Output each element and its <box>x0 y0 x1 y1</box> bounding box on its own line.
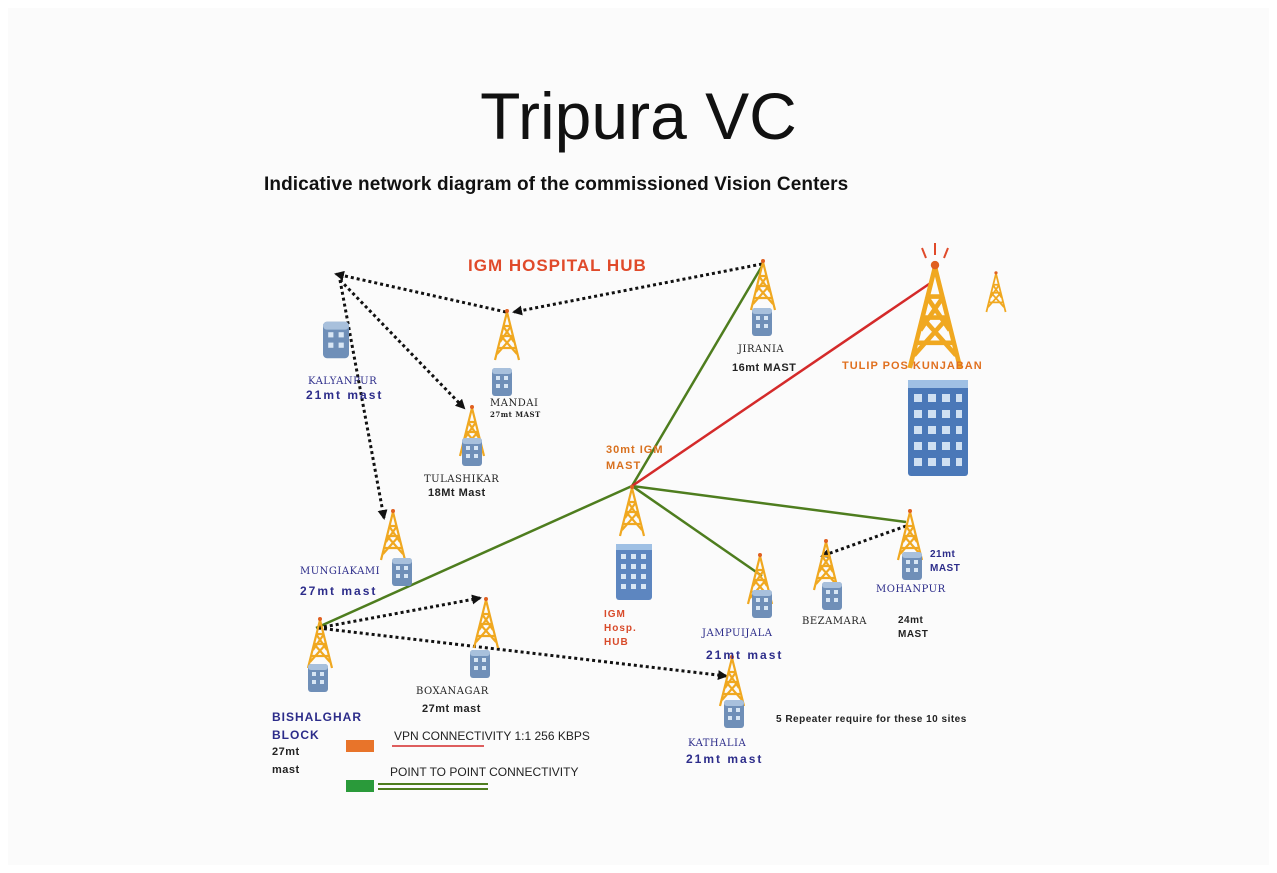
jirania-name: JIRANIA <box>738 344 785 355</box>
slide-background <box>8 8 1269 865</box>
legend-vpn-swatch <box>346 740 374 752</box>
slide-subtitle: Indicative network diagram of the commis… <box>264 174 849 195</box>
mandai-name: MANDAI <box>490 398 539 409</box>
slide-title: Tripura VC <box>480 79 797 153</box>
kalyanpur-name: KALYANPUR <box>308 376 378 387</box>
mandai-mast: 27mt MAST <box>490 410 541 419</box>
link-hub-bishalghar <box>315 484 633 630</box>
bezamara-mast: 24mt MAST <box>898 615 929 640</box>
hub-mast-label: 30mt IGM MAST <box>606 444 664 472</box>
boxanagar-name: BOXANAGAR <box>416 686 489 697</box>
repeater-links <box>317 262 907 681</box>
hub-building-label: IGM Hosp. HUB <box>604 609 637 648</box>
link-hub-jirania <box>630 265 764 487</box>
mungiakami-name: MUNGIAKAMI <box>300 566 381 577</box>
jampuijala-name: JAMPUIJALA <box>702 628 773 639</box>
kalyanpur-mast: 21mt mast <box>306 388 384 402</box>
jirania-mast: 16mt MAST <box>732 362 797 374</box>
bishalghar-mast-line2: mast <box>272 764 300 776</box>
tower-icons <box>306 243 1007 708</box>
mohanpur-name: MOHANPUR <box>876 584 946 595</box>
jampuijala-mast: 21mt mast <box>706 648 784 662</box>
link-hub-mohanpur <box>631 484 907 524</box>
legend-swatches <box>346 740 488 792</box>
tulashikar-name: TULASHIKAR <box>424 474 500 485</box>
building-icons <box>308 308 968 728</box>
mungiakami-mast: 27mt mast <box>300 584 378 598</box>
bezamara-name: BEZAMARA <box>802 616 868 627</box>
hub-label: IGM HOSPITAL HUB <box>468 256 647 275</box>
p2p-links <box>315 265 907 630</box>
bishalghar-mast-line1: 27mt <box>272 746 300 758</box>
legend-vpn-label: VPN CONNECTIVITY 1:1 256 KBPS <box>394 729 590 743</box>
link-hub-tulip-vpn <box>631 280 933 488</box>
boxanagar-mast: 27mt mast <box>422 703 481 715</box>
legend-p2p-label: POINT TO POINT CONNECTIVITY <box>390 765 579 779</box>
tulashikar-mast: 18Mt Mast <box>428 487 486 499</box>
link-hub-jampuijala <box>631 484 763 578</box>
legend-p2p-swatch <box>346 780 374 792</box>
bishalghar-name: BISHALGHAR BLOCK <box>272 710 362 742</box>
kathalia-mast: 21mt mast <box>686 752 764 766</box>
tulip-name: TULIP POS KUNJABAN <box>842 360 983 372</box>
repeater-note: 5 Repeater require for these 10 sites <box>776 714 967 725</box>
mohanpur-mast: 21mt MAST <box>930 549 961 574</box>
kathalia-name: KATHALIA <box>688 738 747 749</box>
